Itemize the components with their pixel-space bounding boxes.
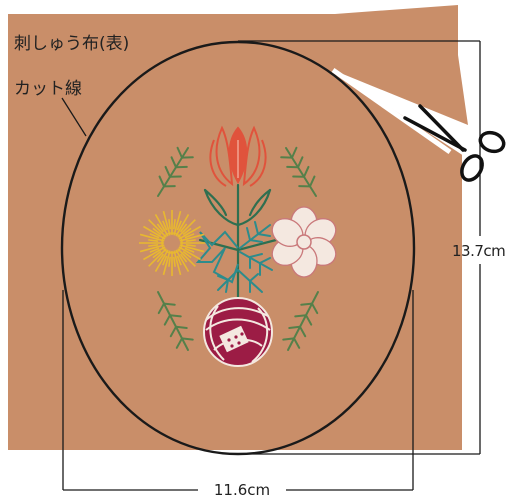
cut-line-label: カット線 <box>14 79 82 99</box>
width-label: 11.6cm <box>214 481 270 498</box>
cut-line-pointer <box>61 97 87 137</box>
cut-notch-line <box>331 67 452 155</box>
width-dimension <box>62 290 414 491</box>
cut-line-oval <box>60 40 416 456</box>
yarn-ball <box>203 297 273 367</box>
yellow-flower <box>139 210 205 276</box>
height-label: 13.7cm <box>452 242 505 260</box>
right-fern-leaf <box>217 221 273 293</box>
tulip-flower <box>209 125 267 187</box>
flower-stems <box>198 183 278 307</box>
white-flower <box>271 206 337 278</box>
embroidery-motif <box>139 125 337 367</box>
scissors-icon <box>403 104 506 182</box>
left-teal-leaf <box>195 230 239 284</box>
fabric-label: 刺しゅう布(表) <box>14 34 129 54</box>
side-ferns <box>157 146 319 351</box>
